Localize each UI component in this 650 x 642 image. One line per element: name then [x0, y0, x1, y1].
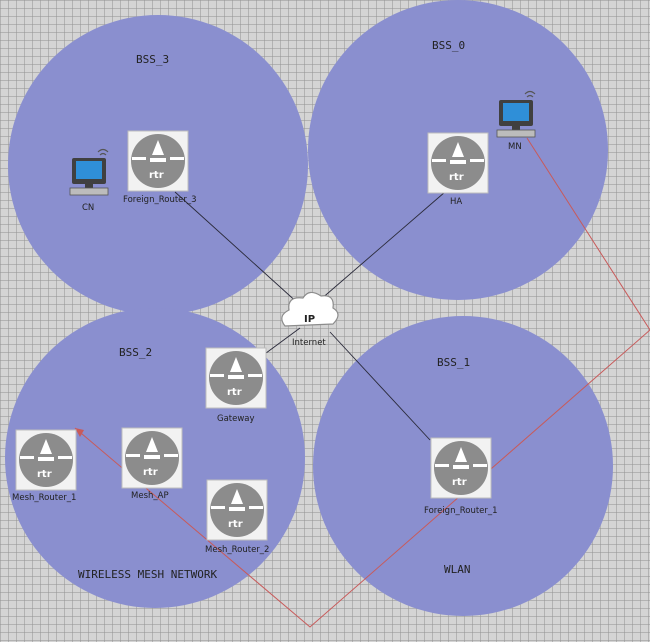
mesh-ap-node[interactable]: rtr — [121, 427, 183, 489]
foreign-router-3-label: Foreign_Router_3 — [123, 195, 197, 205]
mesh-router-2-label: Mesh_Router_2 — [205, 545, 269, 555]
router-icon-text: rtr — [228, 519, 243, 530]
internet-label: Internet — [292, 338, 326, 348]
mesh-router-1-label: Mesh_Router_1 — [12, 493, 76, 503]
bss-1-label: BSS_1 — [437, 356, 470, 369]
mesh-network-label: WIRELESS MESH NETWORK — [78, 568, 217, 581]
mesh-router-1-node[interactable]: rtr — [15, 429, 77, 491]
router-icon-text: rtr — [227, 387, 242, 398]
link-gateway-internet — [261, 327, 301, 357]
internet-cloud[interactable]: IP — [281, 291, 339, 327]
router-icon — [121, 427, 183, 489]
link-fr3-internet — [174, 191, 301, 306]
ha-label: HA — [450, 197, 462, 207]
router-icon — [205, 347, 267, 409]
foreign-router-1-node[interactable]: rtr — [430, 437, 492, 499]
internet-icon-text: IP — [304, 314, 315, 325]
mesh-router-2-node[interactable]: rtr — [206, 479, 268, 541]
cn-label: CN — [82, 203, 94, 213]
foreign-router-1-label: Foreign_Router_1 — [424, 506, 498, 516]
router-icon-text: rtr — [37, 469, 52, 480]
router-icon — [15, 429, 77, 491]
mn-label: MN — [508, 142, 522, 152]
wlan-label: WLAN — [444, 563, 471, 576]
track-arrowhead — [75, 428, 84, 437]
gateway-label: Gateway — [217, 414, 255, 424]
bss-3-label: BSS_3 — [136, 53, 169, 66]
router-icon-text: rtr — [149, 170, 164, 181]
mesh-ap-label: Mesh_AP — [131, 491, 169, 501]
router-icon-text: rtr — [452, 477, 467, 488]
ha-node[interactable]: rtr — [427, 132, 489, 194]
router-icon — [206, 479, 268, 541]
gateway-node[interactable]: rtr — [205, 347, 267, 409]
bss-2-label: BSS_2 — [119, 346, 152, 359]
bss-0-label: BSS_0 — [432, 39, 465, 52]
link-fr1-internet — [329, 331, 431, 441]
router-icon — [430, 437, 492, 499]
foreign-router-3-node[interactable]: rtr — [127, 130, 189, 192]
link-ha-internet — [319, 191, 446, 301]
router-icon — [427, 132, 489, 194]
router-icon-text: rtr — [449, 172, 464, 183]
router-icon-text: rtr — [143, 467, 158, 478]
router-icon — [127, 130, 189, 192]
